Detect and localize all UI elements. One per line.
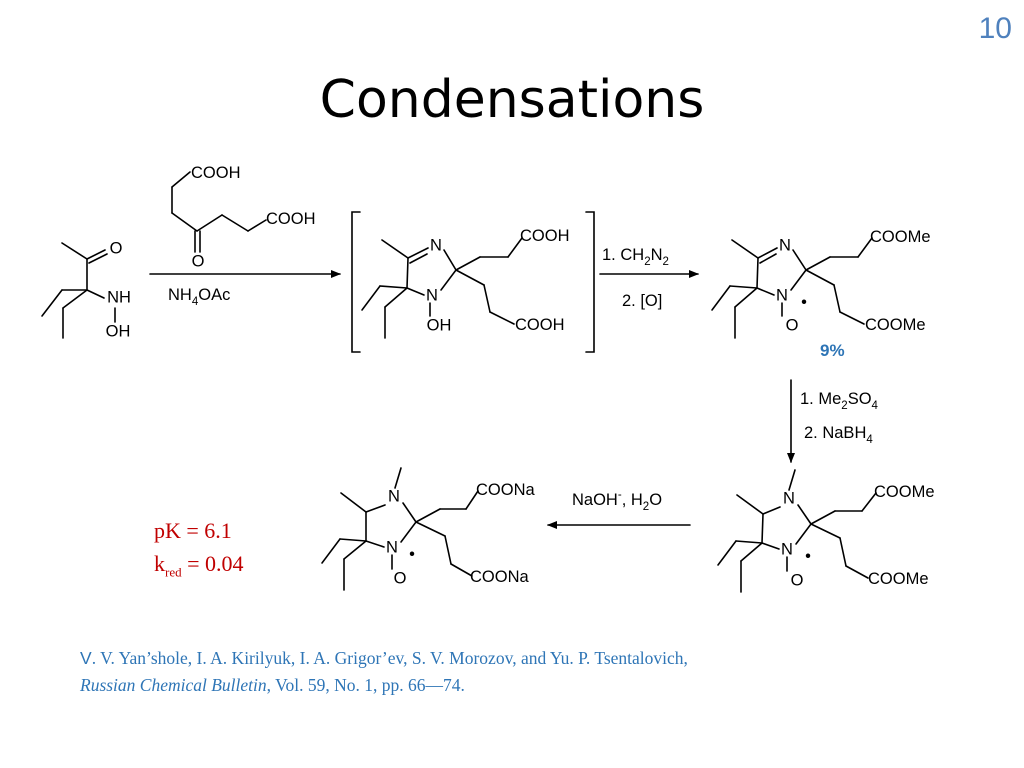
n-methyl-nitrogen-label: N	[388, 487, 400, 505]
keto-oxygen-label: O	[192, 252, 205, 270]
yield-label: 9%	[820, 341, 845, 360]
nitroxide-nitrogen-label: N	[781, 540, 793, 558]
nitroxide-oxygen-label: O	[394, 569, 407, 587]
reference-authors: V. V. Yan’shole, I. A. Kirilyuk, I. A. G…	[80, 648, 688, 668]
reference-citation: V. V. Yan’shole, I. A. Kirilyuk, I. A. G…	[80, 645, 960, 699]
journal-name: Russian Chemical Bulletin	[80, 675, 267, 695]
coome-lower-label: COOMe	[865, 316, 926, 334]
nitroxide-diester: N N O • COOMe COOMe	[711, 228, 931, 339]
coome-upper-label: COOMe	[870, 228, 931, 246]
coome-upper-label: COOMe	[874, 483, 935, 501]
coome-lower-label: COOMe	[868, 570, 929, 588]
oxoheptanedioic-acid: COOH COOH O	[171, 164, 316, 270]
reagent-dimethyl-sulfate: 1. Me2SO4	[800, 390, 879, 412]
cooh-top-label: COOH	[191, 164, 241, 182]
reference-journal-line: Russian Chemical Bulletin, Vol. 59, No. …	[80, 675, 465, 695]
nitroxide-oxygen-label: O	[786, 316, 799, 334]
oh-label: OH	[106, 322, 131, 340]
coona-upper-label: COONa	[476, 481, 536, 499]
n-hydroxy-nitrogen-label: N	[426, 286, 438, 304]
k-red-value: kred = 0.04	[154, 551, 244, 580]
cooh-upper-label: COOH	[520, 227, 570, 245]
cooh-lower-label: COOH	[515, 316, 565, 334]
nitroxide-nitrogen-label: N	[386, 538, 398, 556]
intermediate-imidazoline: N N OH COOH COOH	[351, 211, 595, 353]
reagent-sodium-borohydride: 2. NaBH4	[804, 424, 873, 446]
carbonyl-oxygen-label: O	[110, 239, 123, 257]
pk-value: pK = 6.1	[154, 518, 232, 543]
reagent-oxidation: 2. [O]	[622, 292, 662, 310]
imidazolidine-diester: N N O • COOMe COOMe	[717, 469, 935, 593]
slide-number: 10	[978, 12, 1012, 45]
nitroxide-nitrogen-label: N	[776, 286, 788, 304]
imidazolidine-disodium-salt: N N O • COONa COONa	[321, 467, 536, 591]
imine-nitrogen-label: N	[779, 236, 791, 254]
starting-ketone-hydroxylamine: O NH OH	[41, 239, 131, 340]
radical-dot: •	[805, 547, 811, 565]
n-methyl-nitrogen-label: N	[783, 489, 795, 507]
coona-lower-label: COONa	[470, 568, 530, 586]
reagent-nh4oac: NH4OAc	[168, 286, 230, 308]
radical-dot: •	[409, 545, 415, 563]
nh-label: NH	[107, 288, 131, 306]
slide-title: Condensations	[319, 70, 705, 130]
reagent-hydrolysis: NaOH-, H2O	[572, 489, 662, 513]
nitroxide-oxygen-label: O	[791, 571, 804, 589]
radical-dot: •	[801, 293, 807, 311]
reagent-diazomethane: 1. CH2N2	[602, 246, 669, 268]
imine-nitrogen-label: N	[430, 236, 442, 254]
cooh-right-label: COOH	[266, 210, 316, 228]
hydroxyl-label: OH	[427, 316, 452, 334]
